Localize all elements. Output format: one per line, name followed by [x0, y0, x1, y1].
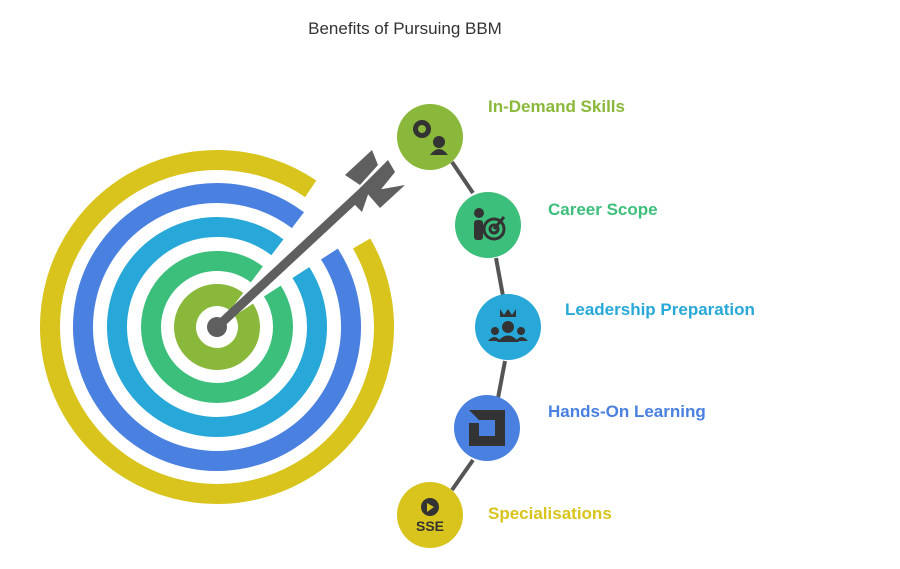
target-ring	[174, 284, 260, 370]
benefit-node	[454, 395, 520, 461]
crown-team-icon	[488, 309, 528, 342]
arrow	[207, 150, 405, 337]
benefit-node	[475, 294, 541, 360]
benefit-label: Hands-On Learning	[548, 402, 706, 421]
target-ring	[39, 149, 394, 504]
benefit-label: In-Demand Skills	[488, 97, 625, 116]
target-ring	[73, 183, 361, 471]
benefit-node: SSE	[397, 482, 463, 548]
svg-text:SSE: SSE	[416, 518, 444, 534]
target-rings	[39, 149, 394, 504]
connectors	[450, 160, 507, 492]
benefit-label: Career Scope	[548, 200, 658, 219]
benefit-label: Specialisations	[488, 504, 612, 523]
benefit-node	[397, 104, 463, 170]
square-bracket-icon	[469, 410, 505, 446]
person-target-icon	[474, 208, 506, 241]
target-ring	[106, 217, 327, 437]
gears-worker-icon	[413, 120, 448, 155]
target-ring	[141, 251, 293, 403]
sse-badge-icon: SSE	[416, 498, 444, 534]
benefit-node	[455, 192, 521, 258]
diagram-title: Benefits of Pursuing BBM	[308, 19, 502, 38]
benefit-label: Leadership Preparation	[565, 300, 755, 319]
